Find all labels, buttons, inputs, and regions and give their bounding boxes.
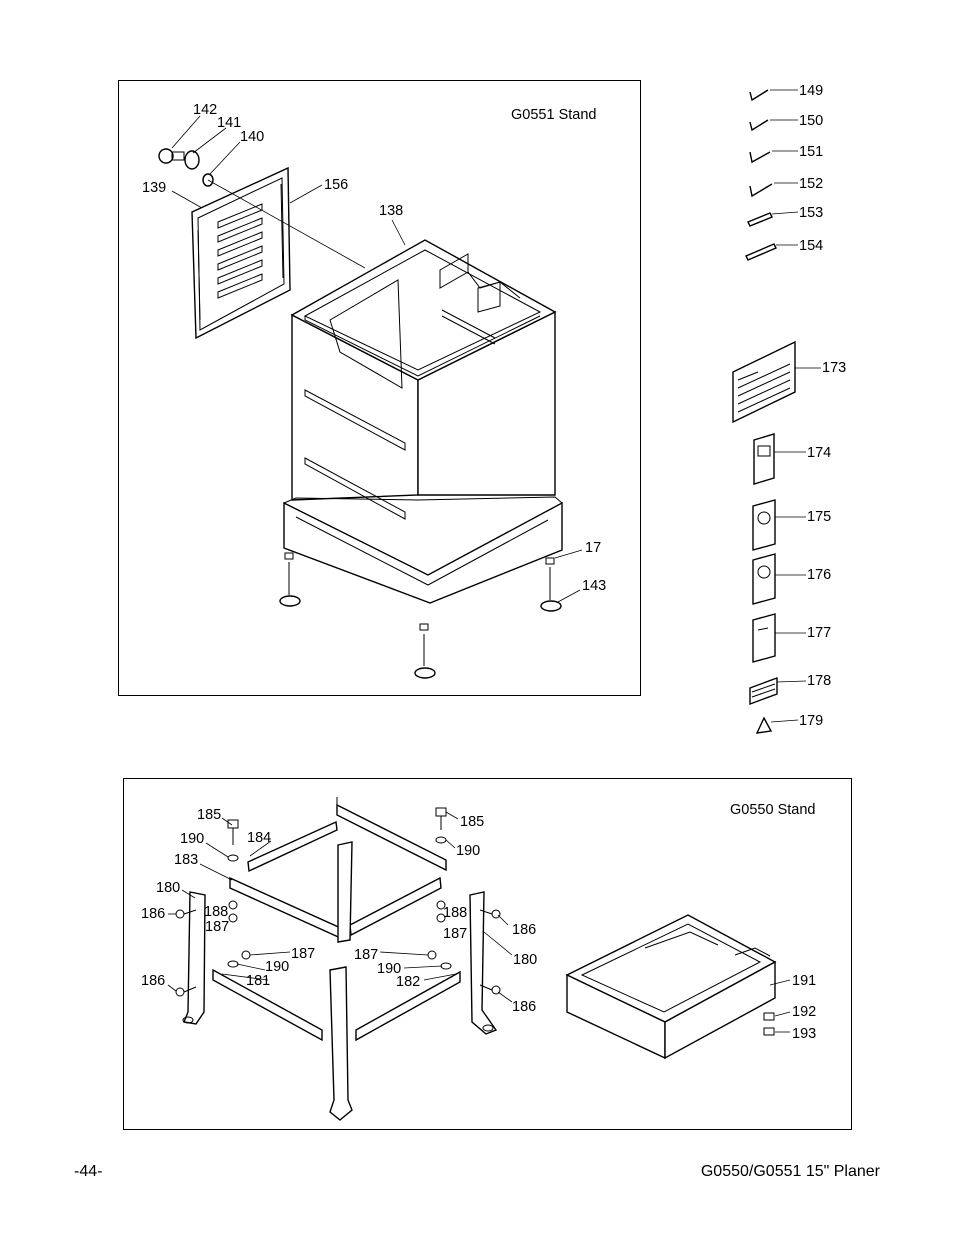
label-186-upper-left: 186 <box>141 906 165 922</box>
label-182: 182 <box>396 974 420 990</box>
label-188-left: 188 <box>204 904 228 920</box>
g0550-stand-title: G0550 Stand <box>730 802 815 818</box>
g0550-stand-drawing: 185 185 184 190 190 183 180 186 188 188 … <box>141 797 816 1121</box>
warning-triangle-decal-179: 179 <box>755 713 823 734</box>
svg-text:176: 176 <box>807 567 831 583</box>
cabinet-138 <box>283 239 563 604</box>
label-185-left: 185 <box>197 807 221 823</box>
svg-text:149: 149 <box>799 83 823 99</box>
leveling-feet-143 <box>279 552 562 679</box>
label-156: 156 <box>324 177 348 193</box>
svg-text:153: 153 <box>799 205 823 221</box>
svg-text:152: 152 <box>799 176 823 192</box>
manual-title: G0550/G0551 15" Planer <box>700 1163 880 1180</box>
svg-text:173: 173 <box>822 360 846 376</box>
label-141: 141 <box>217 115 241 131</box>
svg-text:151: 151 <box>799 144 823 160</box>
decal-176: 176 <box>752 553 831 605</box>
label-190-top-left: 190 <box>180 831 204 847</box>
label-139: 139 <box>142 180 166 196</box>
g0551-stand-drawing: 142 141 140 139 156 138 17 143 G0551 Sta… <box>142 102 606 679</box>
lower-rails-181-182 <box>212 968 461 1042</box>
top-rails <box>229 797 447 942</box>
label-190-lower-right: 190 <box>377 961 401 977</box>
svg-text:177: 177 <box>807 625 831 641</box>
label-187-left-lower: 187 <box>291 946 315 962</box>
label-142: 142 <box>193 102 217 118</box>
decals-group: 173 174 175 176 177 <box>732 340 846 734</box>
wrench-153: 153 <box>747 205 823 227</box>
label-187-right-lower: 187 <box>354 947 378 963</box>
label-17: 17 <box>585 540 601 556</box>
label-180-right: 180 <box>513 952 537 968</box>
label-187-left-upper: 187 <box>205 919 229 935</box>
warning-label-173: 173 <box>732 340 846 424</box>
decal-178: 178 <box>749 673 831 706</box>
wrench-154: 154 <box>745 238 823 261</box>
access-panel-139 <box>191 166 291 340</box>
label-186-lower-right: 186 <box>512 999 536 1015</box>
svg-text:175: 175 <box>807 509 831 525</box>
svg-text:150: 150 <box>799 113 823 129</box>
svg-text:174: 174 <box>807 445 831 461</box>
hex-wrench-149: 149 <box>749 83 823 102</box>
page-number: -44- <box>74 1163 103 1180</box>
knob-142-washer-141-nut-140 <box>158 148 366 269</box>
hex-wrench-152: 152 <box>749 176 823 198</box>
label-138: 138 <box>379 203 403 219</box>
svg-text:154: 154 <box>799 238 823 254</box>
label-191: 191 <box>792 973 816 989</box>
label-184: 184 <box>247 830 271 846</box>
base-tray-191 <box>565 914 777 1060</box>
decal-175: 175 <box>752 499 831 551</box>
label-186-lower-left: 186 <box>141 973 165 989</box>
label-186-upper-right: 186 <box>512 922 536 938</box>
label-192: 192 <box>792 1004 816 1020</box>
g0551-stand-title: G0551 Stand <box>511 107 596 123</box>
label-193: 193 <box>792 1026 816 1042</box>
hex-wrench-150: 150 <box>749 113 823 132</box>
svg-text:179: 179 <box>799 713 823 729</box>
label-183: 183 <box>174 852 198 868</box>
decal-177: 177 <box>752 613 831 663</box>
label-190-top-right: 190 <box>456 843 480 859</box>
label-140: 140 <box>240 129 264 145</box>
label-187-right-upper: 187 <box>443 926 467 942</box>
label-188-right: 188 <box>443 905 467 921</box>
leg-left-180 <box>182 891 206 1025</box>
decal-174: 174 <box>753 433 831 485</box>
leg-right-180 <box>469 891 498 1035</box>
label-190-lower-left: 190 <box>265 959 289 975</box>
label-185-right: 185 <box>460 814 484 830</box>
label-180-left: 180 <box>156 880 180 896</box>
hardware <box>175 807 501 997</box>
hex-wrench-151: 151 <box>749 144 823 164</box>
leg-center <box>329 841 353 1121</box>
label-181: 181 <box>246 973 270 989</box>
label-143: 143 <box>582 578 606 594</box>
tools-group: 149 150 151 152 153 154 <box>745 83 823 261</box>
svg-text:178: 178 <box>807 673 831 689</box>
